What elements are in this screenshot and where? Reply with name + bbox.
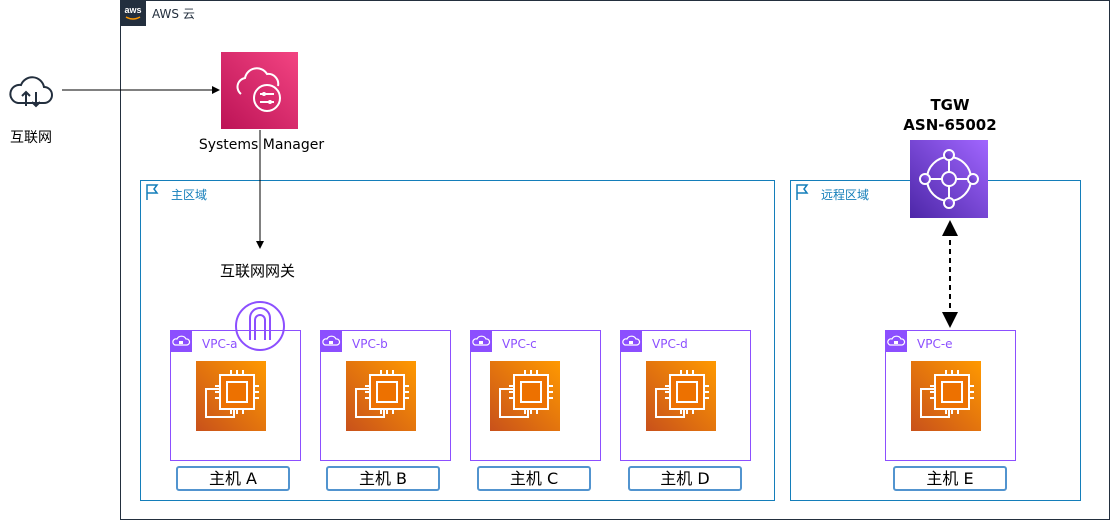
internet-gateway-icon [234,300,286,352]
lock-cloud-icon [885,330,907,352]
lock-cloud-icon [170,330,192,352]
vpc-b-boundary [320,330,451,461]
lock-cloud-icon [620,330,642,352]
systems-manager-icon [221,52,298,129]
internet-cloud-icon [6,72,56,112]
host-d-label: 主机 D [628,466,742,491]
ec2-instance-icon [196,361,266,431]
flag-icon [790,180,814,204]
remote-region-label: 远程区域 [821,188,870,202]
ec2-instance-icon [346,361,416,431]
vpc-c-label: VPC-c [502,337,537,351]
primary-region-label: 主区域 [171,188,208,202]
svg-text:aws: aws [124,5,141,15]
systems-manager-label: Systems Manager [198,137,325,153]
ec2-instance-icon [646,361,716,431]
internet-label: 互联网 [10,130,52,146]
vpc-b-label: VPC-b [352,337,388,351]
host-c-label: 主机 C [477,466,591,491]
vpc-e-label: VPC-e [917,337,953,351]
host-b-label: 主机 B [326,466,440,491]
ec2-instance-icon [490,361,560,431]
aws-cloud-boundary [120,0,1110,520]
flag-icon [140,180,164,204]
aws-cloud-label: AWS 云 [152,7,195,21]
lock-cloud-icon [470,330,492,352]
primary-region-boundary [140,180,775,501]
transit-gateway-icon [910,140,988,218]
vpc-d-boundary [620,330,751,461]
vpc-c-boundary [470,330,601,461]
lock-cloud-icon [320,330,342,352]
tgw-name-label: TGW [930,96,970,114]
vpc-d-label: VPC-d [652,337,688,351]
ec2-instance-icon [911,361,981,431]
host-e-label: 主机 E [893,466,1007,491]
vpc-e-boundary [885,330,1016,461]
vpc-a-boundary [170,330,301,461]
tgw-asn-label: ASN-65002 [903,116,997,134]
aws-logo-icon: aws [120,0,146,26]
host-a-label: 主机 A [176,466,290,491]
internet-gateway-label: 互联网网关 [220,262,296,280]
vpc-a-label: VPC-a [202,337,238,351]
